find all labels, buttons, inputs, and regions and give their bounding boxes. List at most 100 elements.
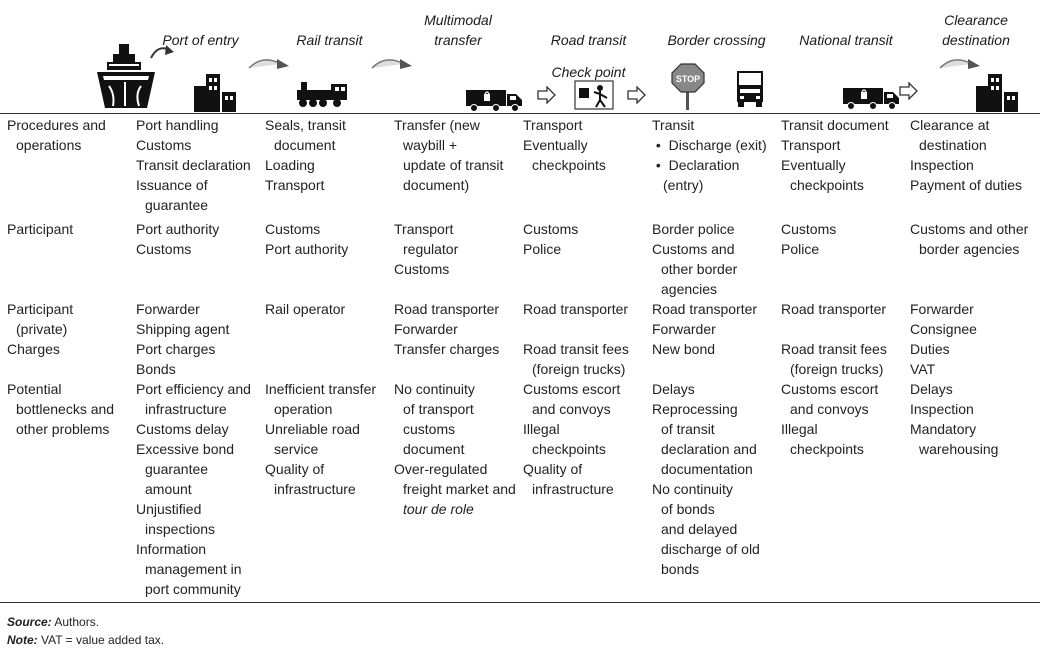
- cell-line: Inspection: [910, 157, 974, 173]
- cell-line: Transit: [652, 117, 695, 133]
- cell-line: of bonds: [661, 501, 715, 517]
- row-label-line: other problems: [16, 421, 110, 437]
- cell-procedures-road-transit: Transport Eventually checkpoints: [523, 115, 606, 175]
- buildings-icon: [194, 74, 236, 112]
- cell-line: Customs and: [652, 241, 735, 257]
- row-label-procedures: Procedures and operations: [7, 115, 106, 155]
- cell-procedures-border-crossing: Transit • Discharge (exit) • Declaration…: [652, 115, 767, 195]
- source-text: Authors.: [51, 615, 100, 629]
- cell-line: Inefficient transfer: [265, 381, 377, 397]
- cell-line: Forwarder: [652, 321, 716, 337]
- row-label-participant: Participant: [7, 219, 73, 239]
- cell-line: Illegal: [781, 421, 818, 437]
- cell-line: checkpoints: [532, 441, 606, 457]
- cell-line: port community: [145, 581, 241, 597]
- cell-private-national-transit: Road transporter: [781, 299, 886, 319]
- cell-line: Transfer (new: [394, 117, 480, 133]
- cell-line: destination: [919, 137, 987, 153]
- cell-procedures-port-of-entry: Port handling Customs Transit declaratio…: [136, 115, 251, 215]
- cell-line: document: [274, 137, 336, 153]
- cell-line: Duties: [910, 341, 950, 357]
- cell-line: Customs: [394, 261, 450, 277]
- curved-arrow-icon: [371, 59, 412, 69]
- cell-line: Customs: [136, 241, 192, 257]
- cell-line: tour de role: [403, 501, 474, 517]
- row-label-line: operations: [16, 137, 82, 153]
- cell-line: Loading: [265, 157, 315, 173]
- cell-line: Transport: [523, 117, 583, 133]
- cell-line: Reprocessing: [652, 401, 738, 417]
- cell-charges-port-of-entry: Port charges Bonds: [136, 339, 215, 379]
- cell-line: Seals, transit: [265, 117, 346, 133]
- cell-line: Shipping agent: [136, 321, 230, 337]
- cell-line: No continuity: [652, 481, 733, 497]
- cell-bottlenecks-multimodal: No continuity of transport customs docum…: [394, 379, 516, 519]
- cell-charges-multimodal: Transfer charges: [394, 339, 499, 359]
- cell-line: Excessive bond: [136, 441, 235, 457]
- cell-line: discharge of old: [661, 541, 760, 557]
- truck-front-icon: [737, 71, 763, 107]
- stage-national-transit: National transit: [799, 32, 893, 48]
- cell-line: operation: [274, 401, 333, 417]
- row-label-charges: Charges: [7, 339, 60, 359]
- cell-line: Transport: [781, 137, 841, 153]
- cell-line: and convoys: [532, 401, 611, 417]
- train-icon: [297, 82, 347, 107]
- cell-line: infrastructure: [532, 481, 614, 497]
- curved-arrow-icon: [150, 45, 174, 59]
- cell-line: Road transporter: [523, 301, 629, 317]
- cell-participant-port-of-entry: Port authority Customs: [136, 219, 219, 259]
- stage-rail-transit: Rail transit: [296, 32, 363, 48]
- cell-procedures-national-transit: Transit document Transport Eventually ch…: [781, 115, 889, 195]
- cell-line: Forwarder: [394, 321, 458, 337]
- note-text: VAT = value added tax.: [37, 633, 165, 647]
- cell-line: Road transit fees: [781, 341, 887, 357]
- cell-line: infrastructure: [145, 401, 227, 417]
- cell-line: amount: [145, 481, 192, 497]
- row-label-line: (private): [16, 321, 68, 337]
- cell-line: Customs escort: [781, 381, 879, 397]
- cell-line: and convoys: [790, 401, 869, 417]
- cell-line: Road transporter: [781, 301, 887, 317]
- cell-line: checkpoints: [790, 441, 864, 457]
- cell-line: Clearance at: [910, 117, 990, 133]
- cell-participant-road-transit: Customs Police: [523, 219, 578, 259]
- cell-bullet-line: • Discharge (exit): [652, 137, 767, 153]
- table-top-rule: [0, 113, 1040, 114]
- cell-line: Rail operator: [265, 301, 346, 317]
- cell-bottlenecks-rail-transit: Inefficient transfer operation Unreliabl…: [265, 379, 376, 499]
- cell-bottlenecks-road-transit: Customs escort and convoys Illegal check…: [523, 379, 620, 499]
- note-footnote: Note: VAT = value added tax.: [7, 632, 164, 648]
- row-label-line: Participant: [7, 221, 74, 237]
- cell-line: agencies: [661, 281, 718, 297]
- cell-charges-national-transit: Road transit fees (foreign trucks): [781, 339, 887, 379]
- cell-line: Information: [136, 541, 207, 557]
- cell-participant-multimodal: Transport regulator Customs: [394, 219, 458, 279]
- cell-line: Road transporter: [394, 301, 500, 317]
- cell-line: bonds: [661, 561, 700, 577]
- cell-line: Transfer charges: [394, 341, 500, 357]
- cell-line: Customs: [523, 221, 579, 237]
- row-label-bottlenecks: Potential bottlenecks and other problems: [7, 379, 114, 439]
- cell-line: regulator: [403, 241, 459, 257]
- cell-line: other border: [661, 261, 738, 277]
- right-arrow-icon: [627, 86, 646, 104]
- cell-line: warehousing: [919, 441, 999, 457]
- cell-participant-rail-transit: Customs Port authority: [265, 219, 348, 259]
- cell-line: guarantee: [145, 197, 209, 213]
- cell-line: Customs and other: [910, 221, 1029, 237]
- cell-line: Port efficiency and: [136, 381, 251, 397]
- cell-line: Delays: [652, 381, 695, 397]
- cell-line: Customs escort: [523, 381, 621, 397]
- cell-line: documentation: [661, 461, 753, 477]
- cell-line: Quality of: [523, 461, 583, 477]
- row-label-line: Potential: [7, 381, 62, 397]
- row-label-line: bottlenecks and: [16, 401, 115, 417]
- cell-line: declaration and: [661, 441, 757, 457]
- cell-line: and delayed: [661, 521, 738, 537]
- cell-line: Unjustified: [136, 501, 202, 517]
- cell-line: Eventually: [781, 157, 846, 173]
- right-arrow-icon: [537, 86, 556, 104]
- cell-line: Port charges: [136, 341, 216, 357]
- cell-line: Customs delay: [136, 421, 229, 437]
